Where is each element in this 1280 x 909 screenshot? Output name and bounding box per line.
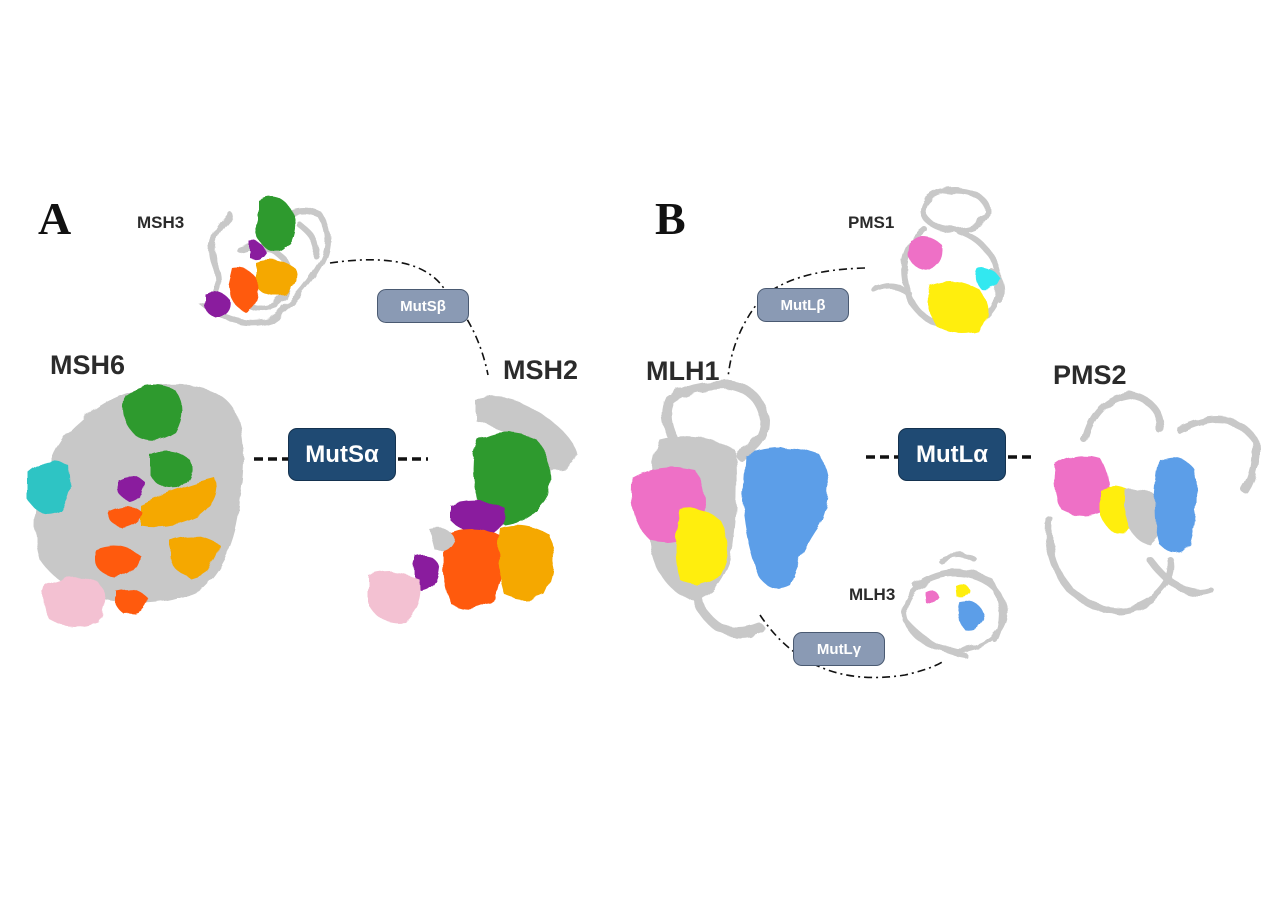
panel-label-b: B	[655, 193, 686, 244]
panel-label-a: A	[38, 193, 72, 244]
mlh1-structure	[631, 380, 829, 637]
label-pms2: PMS2	[1053, 360, 1127, 390]
complex-mutlg: MutLγ	[793, 632, 885, 666]
msh3-structure	[199, 196, 331, 326]
complex-mutsb: MutSβ	[377, 289, 469, 323]
label-msh3: MSH3	[137, 213, 185, 232]
label-mlh1: MLH1	[646, 356, 720, 386]
msh2-structure	[368, 396, 578, 623]
mlh3-structure	[902, 552, 1008, 658]
label-msh6: MSH6	[50, 350, 126, 380]
complex-mutsa: MutSα	[288, 428, 396, 481]
mutlb-arc	[727, 267, 866, 379]
label-mlh3: MLH3	[849, 585, 896, 604]
complex-mutla: MutLα	[898, 428, 1006, 481]
connector-lines	[254, 455, 1036, 461]
mutlg-arc	[759, 614, 946, 679]
pms1-structure	[872, 187, 1005, 334]
pms2-structure	[1045, 391, 1259, 614]
label-pms1: PMS1	[848, 213, 895, 232]
label-msh2: MSH2	[503, 355, 579, 385]
complex-mutlb: MutLβ	[757, 288, 849, 322]
msh6-structure	[28, 384, 244, 627]
